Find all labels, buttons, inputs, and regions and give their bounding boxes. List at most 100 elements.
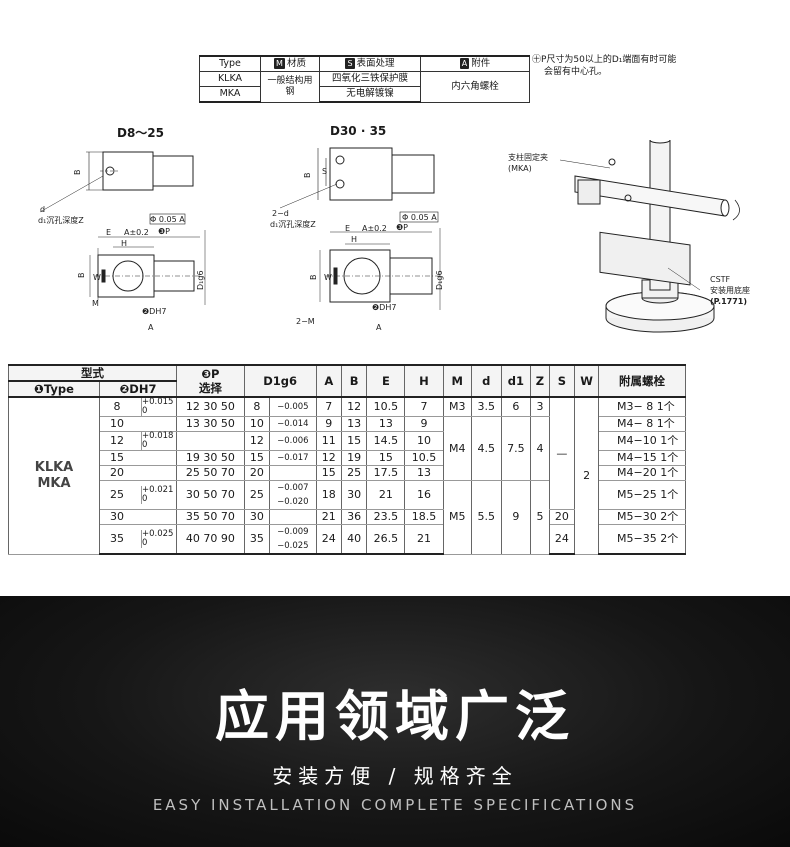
note-line-2: 会留有中心孔。 — [544, 67, 608, 77]
d1g6-tolerance — [269, 509, 317, 525]
spec-surface-klka: 四氧化三铁保护膜 — [319, 71, 421, 87]
dim-a: 11 — [315, 431, 342, 451]
dim-h: 10 — [404, 431, 444, 451]
d1g6-tolerance: −0.007 −0.020 — [269, 480, 317, 510]
p-cell: 25 50 70 — [176, 465, 245, 481]
d1g6-tolerance — [269, 465, 317, 481]
d1g6-tolerance: −0.017 — [269, 450, 317, 466]
dim-b: 30 — [340, 480, 368, 510]
dim-h: 16 — [404, 480, 444, 510]
type-klka: KLKA — [34, 459, 74, 475]
dh7-tolerance: +0.018 0 — [141, 432, 176, 450]
type-mka: MKA — [37, 475, 71, 491]
iso-label-page: (P.1771) — [710, 297, 747, 306]
d1g6-value: 35 — [243, 524, 271, 555]
note-line-1: ㊉P尺寸为50以上的D₁端面有时可能 — [532, 55, 677, 65]
p-cell — [176, 431, 245, 451]
d1g6-value: 12 — [243, 431, 271, 451]
right-front-dim-b: B — [309, 275, 318, 281]
d1-cell: 6 — [500, 397, 532, 417]
left-top-dim-b: B — [73, 170, 82, 176]
dim-h: 21 — [404, 524, 444, 555]
dh7-value: 20 — [110, 466, 124, 479]
dh7-cell: 15 — [99, 450, 177, 466]
dim-h: 18.5 — [404, 509, 444, 525]
dh7-cell: 30 — [99, 509, 177, 525]
dim-a: 21 — [315, 509, 342, 525]
right-d1-label: d₁沉孔深度Z — [270, 219, 316, 229]
dim-b: 13 — [340, 416, 368, 432]
right-flatness: Φ 0.05 A — [402, 213, 437, 222]
dh7-value: 25 — [110, 488, 124, 501]
dh7-tolerance: +0.015 0 — [141, 398, 176, 416]
d1-cell: 9 — [500, 480, 532, 555]
bolt-cell: M4−20 1个 — [598, 465, 686, 481]
dim-b: 15 — [340, 431, 368, 451]
dim-e: 10.5 — [366, 397, 406, 417]
dim-b: 12 — [340, 397, 368, 417]
dh7-value: 30 — [110, 510, 124, 523]
right-top-view — [279, 147, 435, 209]
th-z: Z — [530, 364, 550, 398]
dim-a: 24 — [315, 524, 342, 555]
left-flatness: Φ 0.05 A — [150, 215, 185, 224]
dh7-value: 35 — [110, 532, 124, 545]
dim-h: 10.5 — [404, 450, 444, 466]
d1g6-tolerance: −0.006 — [269, 431, 317, 451]
dim-e: 17.5 — [366, 465, 406, 481]
d1g6-value: 15 — [243, 450, 271, 466]
left-drawing-title: D8～25 — [117, 126, 165, 140]
bolt-cell: M4− 8 1个 — [598, 416, 686, 432]
th-d1: d1 — [500, 364, 532, 398]
right-dim-h: H — [351, 235, 357, 244]
m-cell: M5 — [442, 480, 472, 555]
dim-b: 36 — [340, 509, 368, 525]
left-top-view — [39, 151, 194, 213]
p-cell: 30 50 70 — [176, 480, 245, 510]
z-cell: 4 — [530, 416, 550, 481]
p-cell: 13 30 50 — [176, 416, 245, 432]
left-dim-d1g6: D₁g6 — [196, 270, 205, 290]
left-d-label: d — [40, 205, 45, 214]
th-e: E — [366, 364, 406, 398]
d1-cell: 7.5 — [500, 416, 532, 481]
th-dh7: ❷DH7 — [99, 380, 177, 398]
p-cell: 35 50 70 — [176, 509, 245, 525]
bolt-cell: M5−30 2个 — [598, 509, 686, 525]
banner-subtitle: 安装方便 / 规格齐全 — [272, 764, 518, 788]
d1g6-value: 30 — [243, 509, 271, 525]
iso-label-cstf: CSTF — [710, 275, 731, 284]
th-w: W — [574, 364, 599, 398]
bolt-cell: M5−25 1个 — [598, 480, 686, 510]
bolt-cell: M4−10 1个 — [598, 431, 686, 451]
iso-label-clamp: 支柱固定夹 — [508, 152, 548, 162]
d1g6-value: 25 — [243, 480, 271, 510]
right-dim-d1g6: D₁g6 — [435, 270, 444, 290]
right-top-dim-b: B — [303, 173, 312, 179]
th-d1g6: D1g6 — [243, 364, 317, 398]
d1g6-value: 8 — [243, 397, 271, 417]
spec-surface-mka: 无电解镀镍 — [319, 86, 421, 103]
right-dim-w: W — [324, 273, 332, 282]
dim-e: 23.5 — [366, 509, 406, 525]
dim-h: 13 — [404, 465, 444, 481]
dim-b: 25 — [340, 465, 368, 481]
right-d-label: 2−d — [272, 209, 289, 218]
dim-e: 26.5 — [366, 524, 406, 555]
m-cell: M4 — [442, 416, 472, 481]
left-dim-w: W — [93, 273, 101, 282]
s-cell: 24 — [548, 524, 576, 555]
dh7-cell: 35+0.025 0 — [99, 524, 177, 555]
dim-h: 7 — [404, 397, 444, 417]
dim-a: 18 — [315, 480, 342, 510]
left-dim-m: M — [92, 299, 99, 308]
dh7-cell: 12+0.018 0 — [99, 431, 177, 451]
right-drawing-title: D30 · 35 — [330, 124, 387, 138]
left-front-dim-b: B — [77, 273, 86, 279]
